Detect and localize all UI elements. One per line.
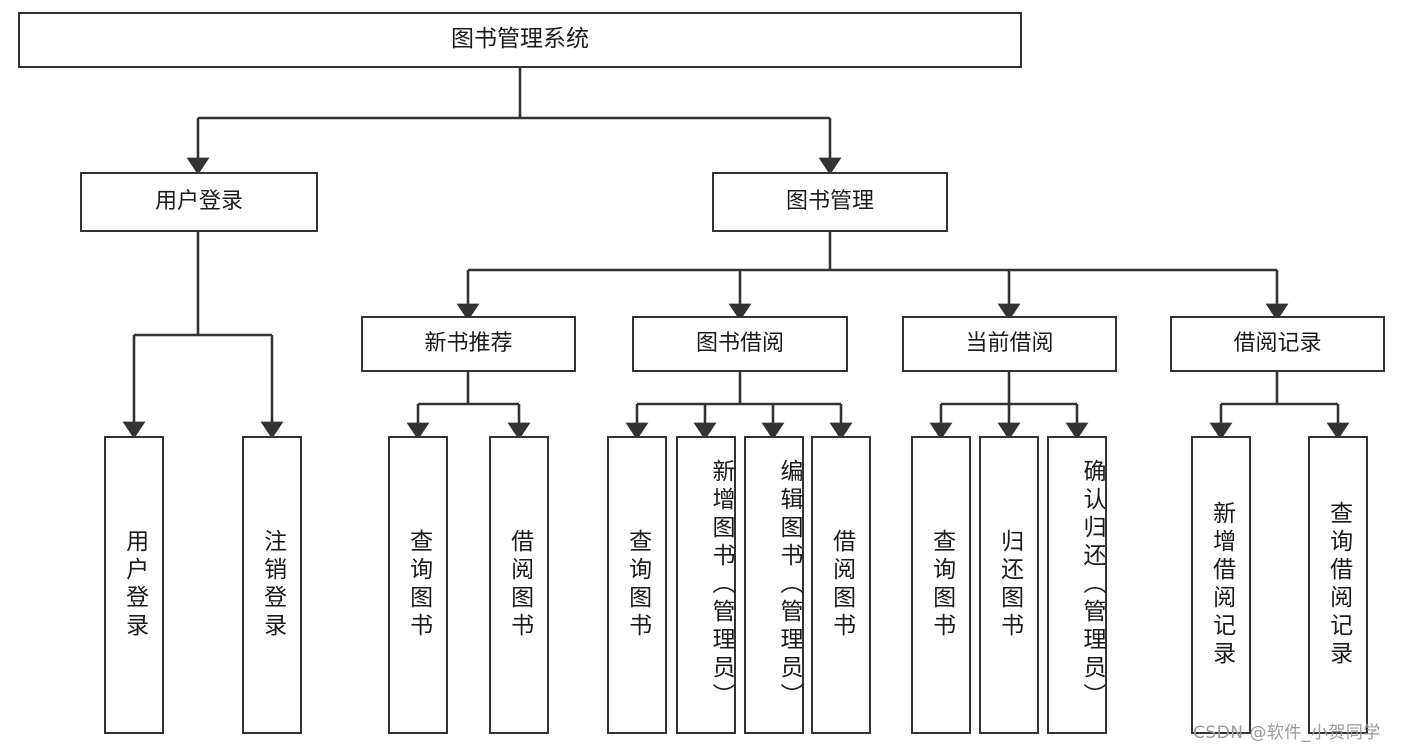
leaf-query-book-3-label: 查询图书 xyxy=(928,529,955,641)
node-book-borrow-label: 图书借阅 xyxy=(695,331,784,357)
leaf-query-book-1[interactable]: 查询图书 xyxy=(388,436,448,734)
leaf-logout[interactable]: 注销登录 xyxy=(242,436,302,734)
leaf-confirm-return[interactable]: 确认归还（管理员） xyxy=(1047,436,1107,734)
node-new-book-rec[interactable]: 新书推荐 xyxy=(361,316,576,372)
node-new-book-rec-label: 新书推荐 xyxy=(424,331,513,357)
node-book-manage[interactable]: 图书管理 xyxy=(712,172,948,232)
leaf-add-book[interactable]: 新增图书（管理员） xyxy=(676,436,736,734)
node-user-login[interactable]: 用户登录 xyxy=(80,172,318,232)
node-book-borrow[interactable]: 图书借阅 xyxy=(632,316,848,372)
leaf-user-login-label: 用户登录 xyxy=(121,529,148,641)
leaf-query-book-3[interactable]: 查询图书 xyxy=(911,436,971,734)
leaf-add-record[interactable]: 新增借阅记录 xyxy=(1191,436,1251,734)
leaf-add-record-label: 新增借阅记录 xyxy=(1208,501,1235,669)
node-current-borrow[interactable]: 当前借阅 xyxy=(902,316,1117,372)
leaf-edit-book-label: 编辑图书（管理员） xyxy=(776,459,802,711)
leaf-logout-label: 注销登录 xyxy=(259,529,286,641)
leaf-return-book[interactable]: 归还图书 xyxy=(979,436,1039,734)
leaf-borrow-book-2-label: 借阅图书 xyxy=(828,529,855,641)
node-current-borrow-label: 当前借阅 xyxy=(965,331,1054,357)
leaf-borrow-book-1[interactable]: 借阅图书 xyxy=(489,436,549,734)
node-book-manage-label: 图书管理 xyxy=(785,189,874,215)
leaf-query-record[interactable]: 查询借阅记录 xyxy=(1308,436,1368,734)
leaf-user-login[interactable]: 用户登录 xyxy=(104,436,164,734)
leaf-query-record-label: 查询借阅记录 xyxy=(1325,501,1352,669)
csdn-watermark: CSDN @软件_小贺同学 xyxy=(1193,723,1381,743)
leaf-return-book-label: 归还图书 xyxy=(996,529,1023,641)
leaf-query-book-1-label: 查询图书 xyxy=(405,529,432,641)
node-borrow-record[interactable]: 借阅记录 xyxy=(1170,316,1385,372)
leaf-borrow-book-1-label: 借阅图书 xyxy=(506,529,533,641)
leaf-borrow-book-2[interactable]: 借阅图书 xyxy=(811,436,871,734)
leaf-query-book-2[interactable]: 查询图书 xyxy=(607,436,667,734)
leaf-confirm-return-label: 确认归还（管理员） xyxy=(1079,459,1105,711)
node-user-login-label: 用户登录 xyxy=(154,189,243,215)
leaf-add-book-label: 新增图书（管理员） xyxy=(708,459,734,711)
leaf-edit-book[interactable]: 编辑图书（管理员） xyxy=(744,436,804,734)
node-root-label: 图书管理系统 xyxy=(451,26,589,53)
leaf-query-book-2-label: 查询图书 xyxy=(624,529,651,641)
node-borrow-record-label: 借阅记录 xyxy=(1233,331,1322,357)
node-root[interactable]: 图书管理系统 xyxy=(18,12,1022,68)
